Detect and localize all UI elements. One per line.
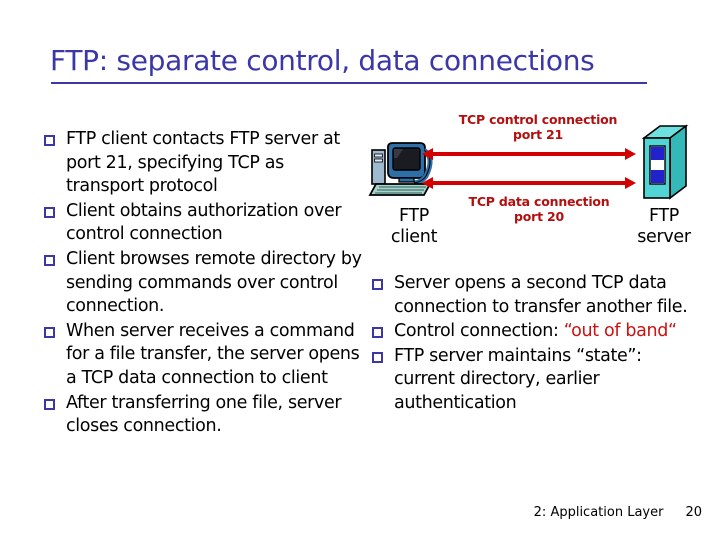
control-connection-label: TCP control connection port 21 — [438, 112, 638, 142]
client-node-label-line2: client — [390, 227, 438, 247]
bullet-text-pre: Control connection: — [394, 321, 564, 342]
arrow-head-right-icon — [625, 177, 636, 189]
bullet-text: When server receives a command for a fil… — [66, 320, 360, 388]
left-bullet-list: FTP client contacts FTP server at port 2… — [44, 128, 362, 440]
list-item: After transferring one file, server clos… — [44, 392, 362, 439]
control-connection-arrow — [422, 148, 636, 160]
list-item: FTP client contacts FTP server at port 2… — [44, 128, 362, 199]
server-node-label-line2: server — [637, 227, 691, 247]
data-connection-arrow — [422, 177, 636, 189]
bullet-text-pre: FTP server maintains “state”: current di… — [394, 345, 642, 413]
client-node-label: FTP client — [372, 206, 456, 248]
bullet-text-pre: Server opens a second TCP data connectio… — [394, 273, 688, 317]
list-item: Control connection: “out of band“ — [372, 320, 702, 344]
footer-page-number: 20 — [685, 505, 702, 520]
bullet-text: FTP server maintains “state”: current di… — [394, 345, 702, 416]
list-item: When server receives a command for a fil… — [44, 320, 362, 391]
bullet-text-highlight: “out of band“ — [563, 321, 677, 342]
server-node-label: FTP server — [618, 206, 710, 248]
list-item: FTP server maintains “state”: current di… — [372, 345, 702, 416]
list-item: Client obtains authorization over contro… — [44, 200, 362, 247]
page-title: FTP: separate control, data connections — [50, 44, 595, 77]
bullet-text: Client obtains authorization over contro… — [66, 200, 342, 245]
bullet-text: FTP client contacts FTP server at port 2… — [66, 129, 340, 197]
right-bullet-list: Server opens a second TCP data connectio… — [372, 272, 702, 417]
data-connection-label-line1: TCP data connection — [468, 194, 610, 209]
square-bullet-icon — [372, 351, 383, 363]
server-node-label-line1: FTP — [648, 206, 680, 226]
arrow-line — [430, 152, 628, 156]
title-underline — [51, 82, 647, 84]
square-bullet-icon — [44, 326, 55, 338]
bullet-text: Client browses remote directory by sendi… — [66, 248, 362, 317]
control-connection-label-line1: TCP control connection — [458, 112, 618, 127]
arrow-head-left-icon — [422, 148, 433, 160]
control-connection-label-line2: port 21 — [512, 127, 564, 142]
client-node-label-line1: FTP — [398, 206, 430, 226]
footer-chapter: 2: Application Layer — [533, 505, 664, 520]
bullet-text: Control connection: “out of band“ — [394, 320, 702, 344]
bullet-text: After transferring one file, server clos… — [66, 392, 342, 437]
data-connection-label-line2: port 20 — [513, 209, 565, 224]
list-item: Client browses remote directory by sendi… — [44, 248, 362, 319]
square-bullet-icon — [372, 327, 383, 339]
data-connection-label: TCP data connection port 20 — [444, 194, 634, 224]
arrow-line — [430, 181, 628, 185]
list-item: Server opens a second TCP data connectio… — [372, 272, 702, 319]
square-bullet-icon — [44, 398, 55, 410]
square-bullet-icon — [44, 206, 55, 218]
server-tower-icon — [641, 124, 689, 200]
arrow-head-left-icon — [422, 177, 433, 189]
arrow-head-right-icon — [625, 148, 636, 160]
square-bullet-icon — [44, 135, 55, 146]
bullet-text: Server opens a second TCP data connectio… — [394, 272, 702, 319]
square-bullet-icon — [372, 279, 383, 290]
square-bullet-icon — [44, 254, 55, 266]
ftp-connection-diagram: TCP control connection port 21 TCP data … — [366, 110, 718, 260]
slide-footer: 2: Application Layer 20 — [0, 505, 702, 520]
